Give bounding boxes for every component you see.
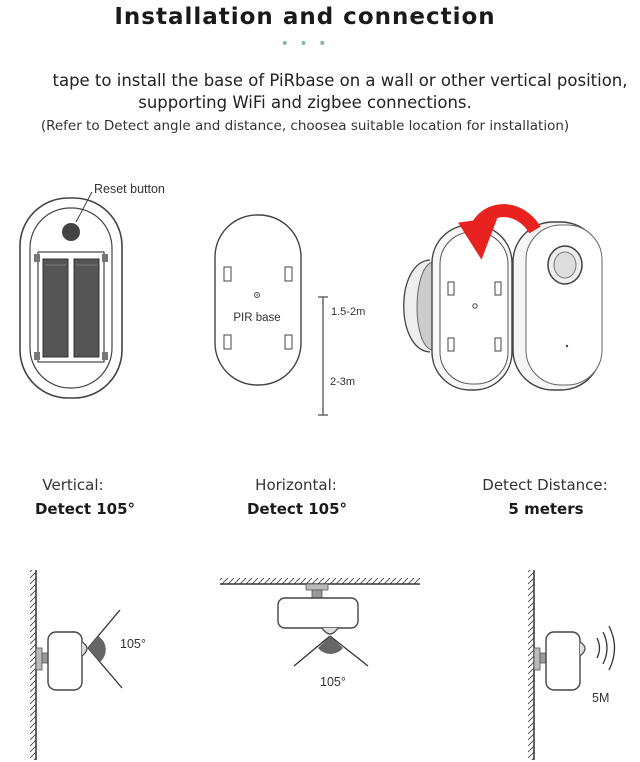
battery-1 <box>42 258 69 358</box>
device-back-diagram: Reset button <box>19 182 165 399</box>
distance-heading: Detect Distance: <box>482 476 608 494</box>
height-label-bottom: 2-3m <box>330 376 355 388</box>
distance-range-label: 5M <box>592 691 609 705</box>
pir-base-diagram: PIR base 1.5-2m 2-3m <box>214 214 365 416</box>
page-title: Installation and connection <box>114 4 496 30</box>
attach-sensor-diagram <box>403 204 603 391</box>
horizontal-angle-label: 105° <box>320 675 346 689</box>
vertical-value: Detect 105° <box>34 500 136 518</box>
reset-button-hole <box>62 223 80 241</box>
distance-value: 5 meters <box>508 500 584 518</box>
signal-wave-icon <box>596 637 601 659</box>
vertical-angle-label: 105° <box>120 637 146 651</box>
battery-2 <box>73 258 100 358</box>
vertical-detection-diagram: 105° <box>30 570 146 760</box>
intro-line-1: tape to install the base of PiRbase on a… <box>52 71 628 90</box>
pir-base-label: PIR base <box>233 312 280 324</box>
intro-line-2: supporting WiFi and zigbee connections. <box>138 93 472 112</box>
horizontal-value: Detect 105° <box>246 500 348 518</box>
reset-button-label: Reset button <box>94 182 165 196</box>
decorative-dots: • • • <box>280 36 330 52</box>
intro-line-3: (Refer to Detect angle and distance, cho… <box>40 118 570 134</box>
height-label-top: 1.5-2m <box>331 306 365 318</box>
horizontal-heading: Horizontal: <box>255 476 337 494</box>
installation-diagrams: Reset button PIR base 1.5-2m 2-3m <box>19 182 603 416</box>
distance-detection-diagram: 5M <box>528 570 616 760</box>
detection-diagrams: 105° 105° 5M <box>30 570 616 760</box>
vertical-heading: Vertical: <box>42 476 104 494</box>
horizontal-detection-diagram: 105° <box>220 578 420 689</box>
